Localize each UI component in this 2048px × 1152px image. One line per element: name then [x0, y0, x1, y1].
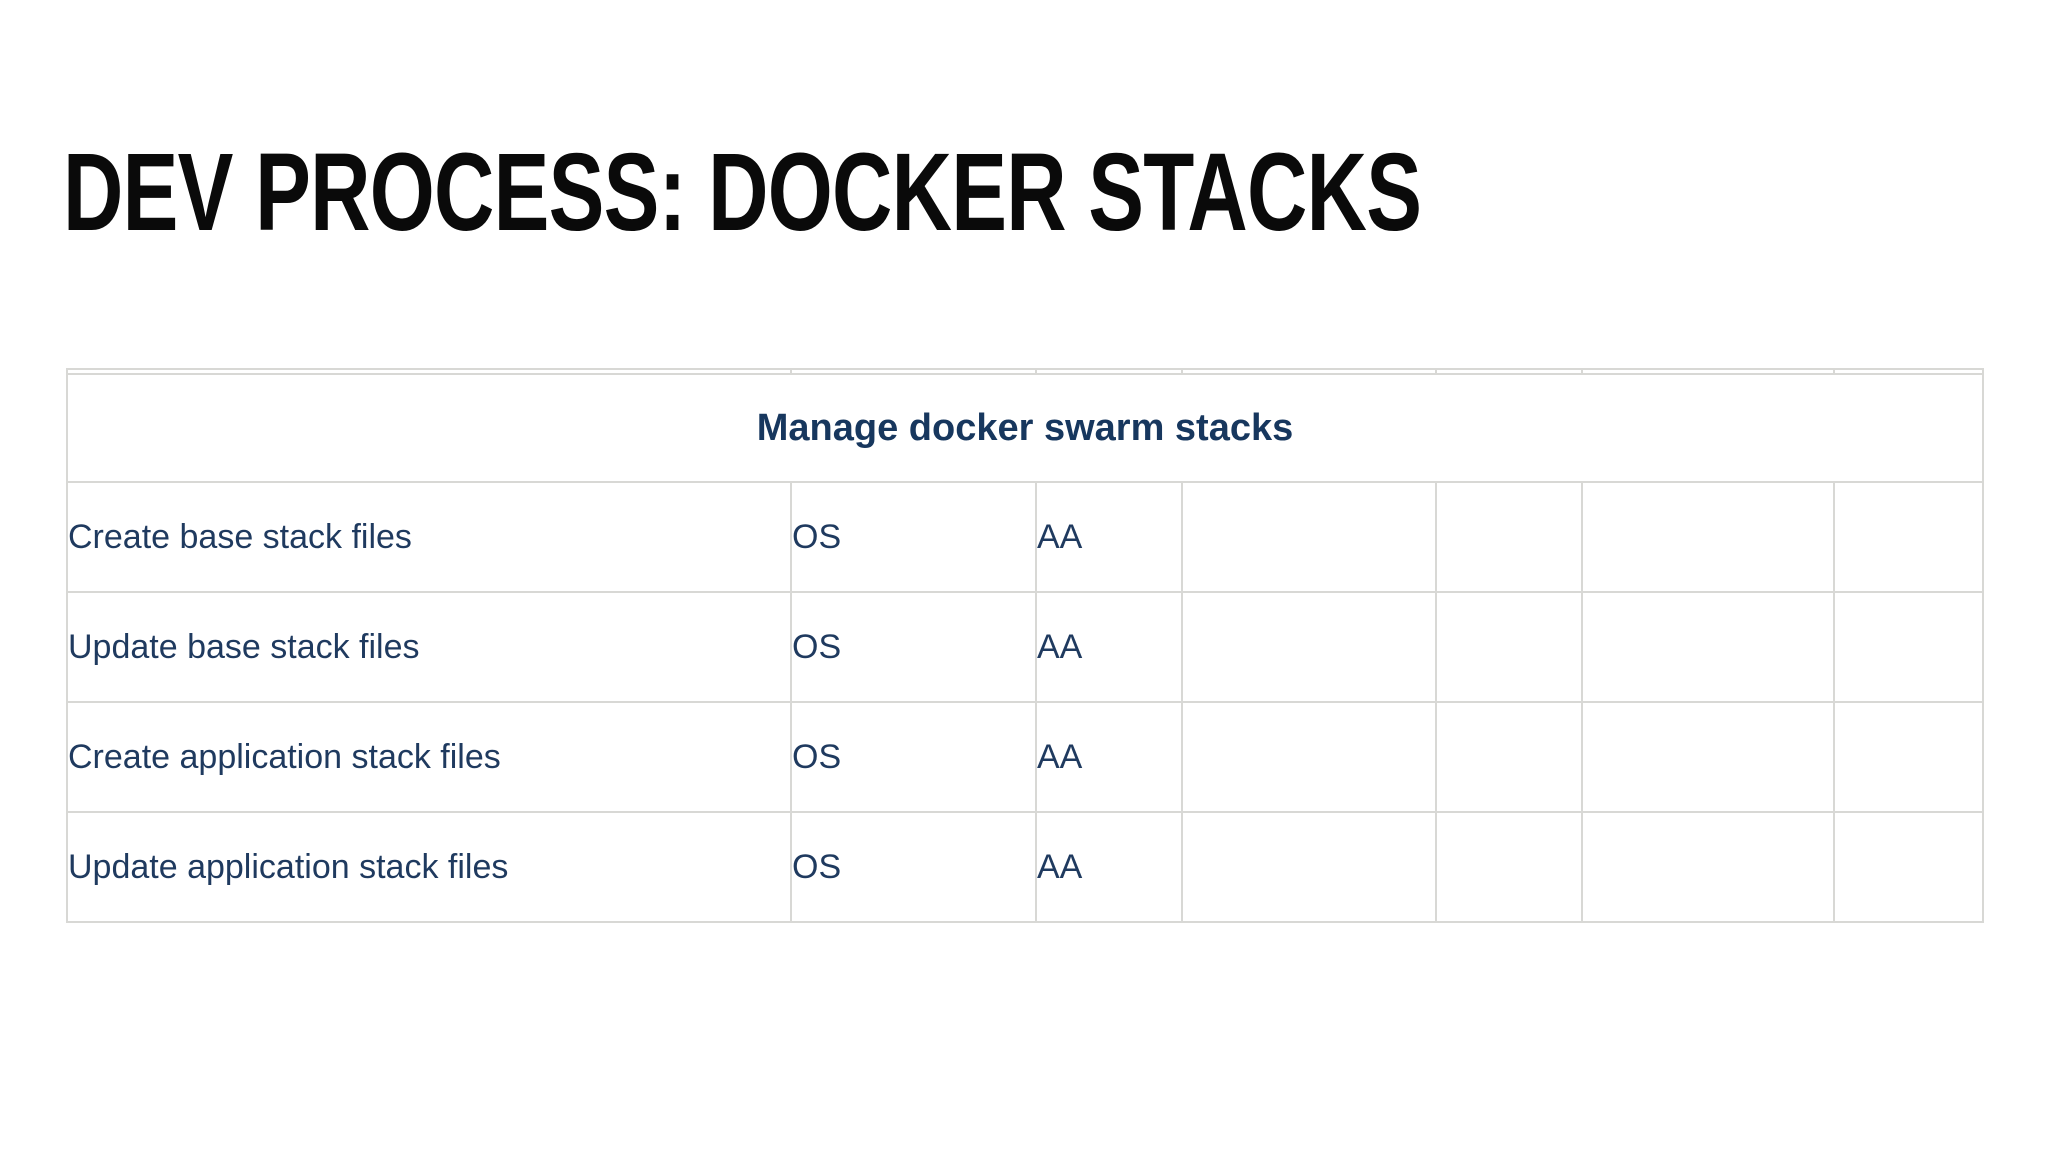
owner-cell: OS	[790, 591, 1037, 703]
empty-cell	[1435, 481, 1583, 593]
task-cell: Update application stack files	[66, 811, 792, 923]
empty-cell	[1581, 481, 1835, 593]
approver-cell: AA	[1035, 481, 1183, 593]
empty-cell	[1581, 368, 1835, 375]
empty-cell	[1581, 591, 1835, 703]
task-cell: Update base stack files	[66, 591, 792, 703]
empty-cell	[1181, 368, 1437, 375]
empty-cell	[1435, 811, 1583, 923]
owner-cell: OS	[790, 811, 1037, 923]
empty-cell	[1435, 591, 1583, 703]
table-row: Update base stack files OS AA	[66, 591, 1984, 703]
empty-cell	[1035, 368, 1183, 375]
table-row: Create base stack files OS AA	[66, 481, 1984, 593]
empty-cell	[1181, 591, 1437, 703]
empty-cell	[790, 368, 1037, 375]
dev-process-table: Manage docker swarm stacks Create base s…	[66, 368, 1984, 923]
empty-cell	[1181, 481, 1437, 593]
empty-cell	[1581, 811, 1835, 923]
cropped-task-cell	[66, 368, 792, 375]
empty-cell	[1181, 701, 1437, 813]
empty-cell	[1581, 701, 1835, 813]
owner-cell: OS	[790, 481, 1037, 593]
empty-cell	[1833, 811, 1984, 923]
empty-cell	[1181, 811, 1437, 923]
empty-cell	[1833, 591, 1984, 703]
empty-cell	[1435, 368, 1583, 375]
approver-cell: AA	[1035, 811, 1183, 923]
approver-cell: AA	[1035, 701, 1183, 813]
empty-cell	[1833, 368, 1984, 375]
task-cell: Create base stack files	[66, 481, 792, 593]
empty-cell	[1833, 701, 1984, 813]
table-header-row: Manage docker swarm stacks	[66, 373, 1984, 483]
cropped-top-row	[66, 368, 1984, 375]
owner-cell: OS	[790, 701, 1037, 813]
approver-cell: AA	[1035, 591, 1183, 703]
empty-cell	[1435, 701, 1583, 813]
table-row: Create application stack files OS AA	[66, 701, 1984, 813]
table-row: Update application stack files OS AA	[66, 811, 1984, 923]
slide-title: DEV PROCESS: DOCKER STACKS	[63, 130, 1422, 254]
empty-cell	[1833, 481, 1984, 593]
task-cell: Create application stack files	[66, 701, 792, 813]
table-header: Manage docker swarm stacks	[66, 373, 1984, 483]
